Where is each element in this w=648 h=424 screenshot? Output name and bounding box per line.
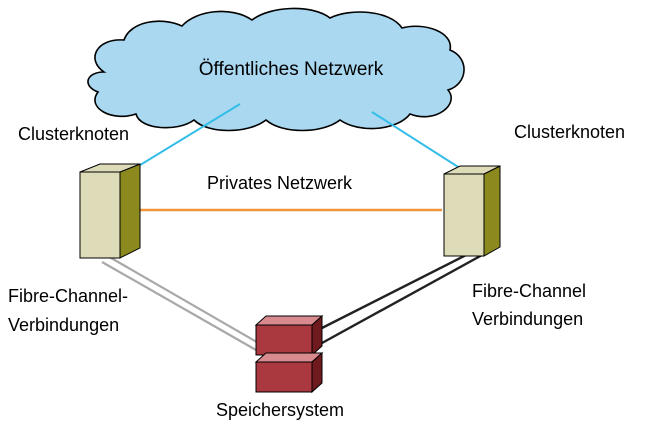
storage-system-label: Speichersystem — [216, 400, 344, 420]
cluster-node-left-label: Clusterknoten — [18, 124, 129, 144]
fc-left-label-line2: Verbindungen — [8, 315, 119, 335]
fibre-channel-links-right — [317, 246, 485, 345]
fc-right-label-line1: Fibre-Channel — [472, 281, 586, 301]
fc-link-right-1 — [317, 246, 481, 332]
private-network-label: Privates Netzwerk — [207, 173, 353, 193]
fc-link-right-2 — [321, 252, 485, 345]
storage-top-front — [255, 324, 313, 356]
server-left-side — [119, 163, 141, 259]
storage-system — [254, 314, 324, 394]
public-link-right — [371, 111, 467, 173]
public-network-label: Öffentliches Netzwerk — [199, 59, 384, 80]
storage-unit-bottom — [254, 351, 324, 394]
fc-link-left-2 — [101, 261, 257, 351]
storage-top-lid — [254, 315, 324, 326]
fc-left-label-line1: Fibre-Channel- — [8, 286, 128, 306]
server-right-front — [443, 173, 485, 257]
fc-link-left-1 — [105, 254, 263, 346]
server-left-front — [79, 171, 121, 259]
cluster-node-right-label: Clusterknoten — [514, 122, 625, 142]
cloud-shape — [87, 7, 465, 132]
server-right-side — [483, 165, 501, 257]
cluster-node-right-server — [443, 165, 501, 257]
public-network-cloud: Öffentliches Netzwerk — [87, 7, 465, 132]
fibre-channel-links-left — [101, 254, 263, 351]
cluster-node-left-server — [79, 163, 141, 259]
storage-bottom-lid — [254, 352, 324, 363]
storage-bottom-front — [255, 361, 313, 393]
public-link-left — [131, 103, 241, 171]
storage-unit-top — [254, 314, 324, 357]
fc-right-label-line2: Verbindungen — [472, 309, 583, 329]
